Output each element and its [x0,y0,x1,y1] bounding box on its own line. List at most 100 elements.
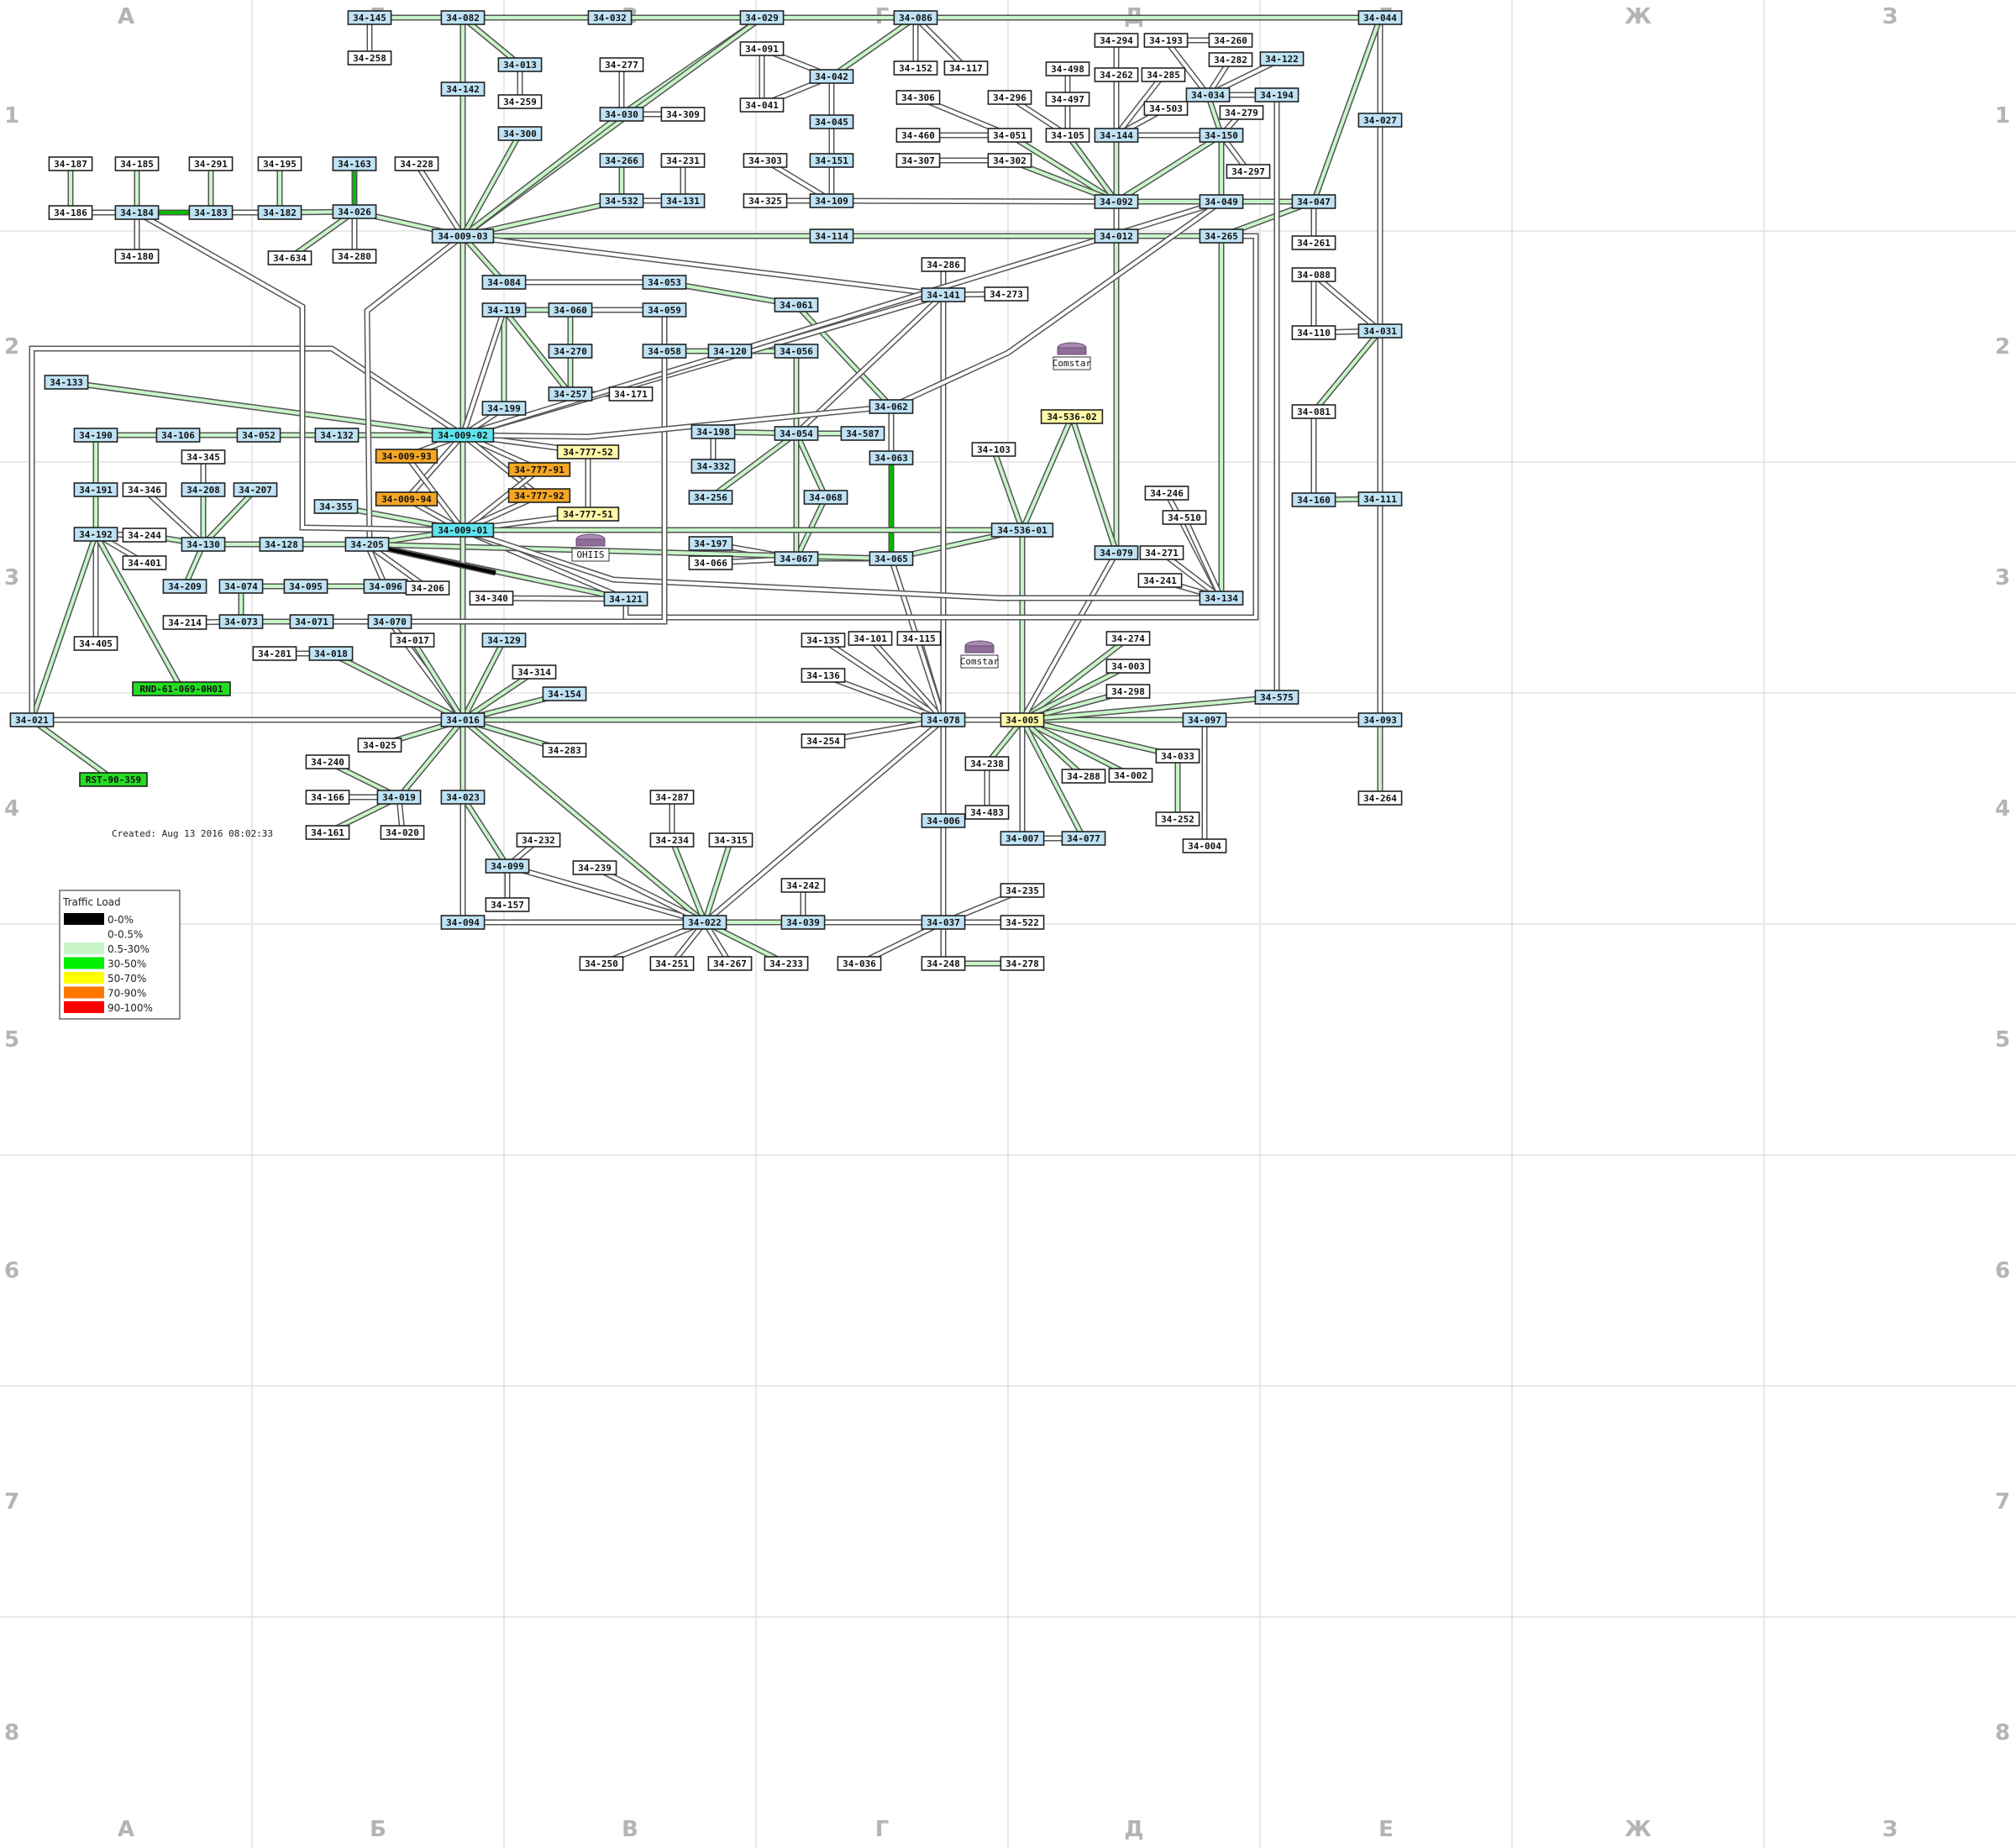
network-node[interactable]: 34-039 [780,915,826,930]
network-node[interactable]: 34-239 [572,860,617,875]
network-node[interactable]: 34-297 [1226,164,1271,179]
network-node[interactable]: 34-117 [943,60,989,76]
network-node[interactable]: 34-270 [548,344,593,359]
network-node[interactable]: 34-020 [380,825,425,840]
network-node[interactable]: 34-194 [1254,87,1299,102]
network-node[interactable]: 34-251 [649,956,695,971]
network-node[interactable]: 34-073 [218,614,264,629]
network-node[interactable]: 34-166 [305,790,350,805]
network-node[interactable]: 34-214 [162,615,207,630]
network-node[interactable]: 34-131 [660,193,706,208]
network-node[interactable]: 34-288 [1061,769,1106,784]
network-node[interactable]: 34-053 [642,275,687,290]
network-node[interactable]: 34-171 [608,386,654,402]
network-node[interactable]: 34-045 [809,114,854,129]
network-node[interactable]: 34-141 [921,287,966,302]
network-node[interactable]: 34-056 [774,344,819,359]
network-node[interactable]: 34-004 [1182,838,1227,853]
network-node[interactable]: 34-091 [739,41,785,56]
network-node[interactable]: 34-298 [1105,684,1151,699]
network-node[interactable]: 34-267 [707,956,753,971]
network-node[interactable]: 34-246 [1144,486,1189,501]
network-node[interactable]: 34-093 [1357,712,1403,727]
network-node[interactable]: 34-099 [485,858,530,874]
network-node[interactable]: 34-017 [390,633,435,648]
network-node[interactable]: 34-187 [48,156,93,171]
network-node[interactable]: 34-303 [743,153,788,168]
network-node[interactable]: 34-031 [1357,323,1403,339]
network-node[interactable]: 34-111 [1357,491,1403,507]
network-node[interactable]: 34-273 [984,286,1029,302]
network-node[interactable]: 34-033 [1155,748,1200,764]
network-node[interactable]: 34-016 [440,712,486,727]
network-node[interactable]: 34-248 [921,956,966,971]
network-node[interactable]: 34-285 [1141,67,1186,82]
network-node[interactable]: 34-030 [599,107,644,122]
network-node[interactable]: 34-009-93 [375,449,438,464]
network-node[interactable]: 34-233 [764,956,809,971]
network-node[interactable]: 34-777-52 [556,444,620,459]
network-node[interactable]: 34-026 [332,204,377,219]
network-node[interactable]: 34-260 [1208,33,1253,48]
network-node[interactable]: 34-012 [1094,228,1139,244]
network-node[interactable]: 34-777-91 [507,462,571,477]
network-node[interactable]: 34-309 [660,107,706,122]
network-node[interactable]: 34-266 [599,153,644,168]
network-node[interactable]: 34-497 [1045,92,1090,107]
network-node[interactable]: 34-068 [803,490,848,505]
network-node[interactable]: 34-022 [682,915,727,930]
network-node[interactable]: 34-184 [114,205,160,220]
network-node[interactable]: 34-256 [688,490,733,505]
network-node[interactable]: 34-009-01 [431,522,495,538]
network-node[interactable]: 34-130 [181,537,226,552]
network-node[interactable]: 34-034 [1185,87,1231,102]
network-node[interactable]: 34-345 [181,449,226,465]
network-node[interactable]: 34-281 [252,646,297,661]
network-node[interactable]: 34-192 [73,527,118,542]
network-node[interactable]: 34-163 [332,156,377,171]
network-node[interactable]: 34-025 [357,738,402,753]
network-node[interactable]: 34-355 [313,499,359,514]
network-node[interactable]: 34-536-01 [990,522,1054,538]
network-node[interactable]: 34-119 [481,302,527,318]
network-node[interactable]: 34-307 [895,153,941,168]
network-node[interactable]: 34-208 [181,482,226,497]
network-node[interactable]: 34-061 [774,297,819,312]
network-node[interactable]: 34-002 [1108,768,1153,783]
network-node[interactable]: 34-274 [1105,631,1151,646]
network-node[interactable]: 34-234 [649,832,695,848]
network-node[interactable]: 34-136 [801,668,846,683]
network-node[interactable]: 34-314 [512,664,557,680]
network-node[interactable]: 34-103 [971,442,1016,457]
network-node[interactable]: 34-252 [1155,811,1200,827]
network-node[interactable]: 34-023 [440,790,486,805]
network-node[interactable]: 34-114 [809,228,854,244]
network-node[interactable]: 34-180 [114,249,160,264]
network-node[interactable]: 34-205 [344,537,390,552]
network-node[interactable]: 34-315 [708,832,753,848]
network-node[interactable]: 34-207 [233,482,278,497]
network-node[interactable]: 34-296 [987,90,1032,105]
network-node[interactable]: 34-306 [895,90,941,105]
network-node[interactable]: 34-265 [1199,228,1244,244]
network-node[interactable]: 34-634 [267,250,312,265]
network-node[interactable]: 34-097 [1182,712,1227,727]
network-node[interactable]: 34-575 [1254,690,1299,705]
network-node[interactable]: 34-157 [485,897,530,912]
network-node[interactable]: 34-120 [707,344,753,359]
network-node[interactable]: 34-277 [599,57,644,72]
network-node[interactable]: 34-777-51 [556,507,620,522]
network-node[interactable]: 34-036 [837,956,882,971]
network-node[interactable]: 34-029 [739,10,785,25]
network-node[interactable]: 34-092 [1094,194,1139,209]
network-node[interactable]: 34-079 [1094,545,1139,560]
network-node[interactable]: 34-241 [1137,573,1183,588]
network-node[interactable]: 34-006 [921,813,966,828]
network-node[interactable]: 34-084 [481,275,527,290]
network-node[interactable]: 34-086 [893,10,938,25]
network-node[interactable]: 34-340 [469,591,514,606]
network-node[interactable]: 34-193 [1143,33,1189,48]
network-node[interactable]: 34-096 [363,579,408,594]
network-node[interactable]: 34-264 [1357,790,1403,806]
network-node[interactable]: 34-054 [774,426,819,441]
